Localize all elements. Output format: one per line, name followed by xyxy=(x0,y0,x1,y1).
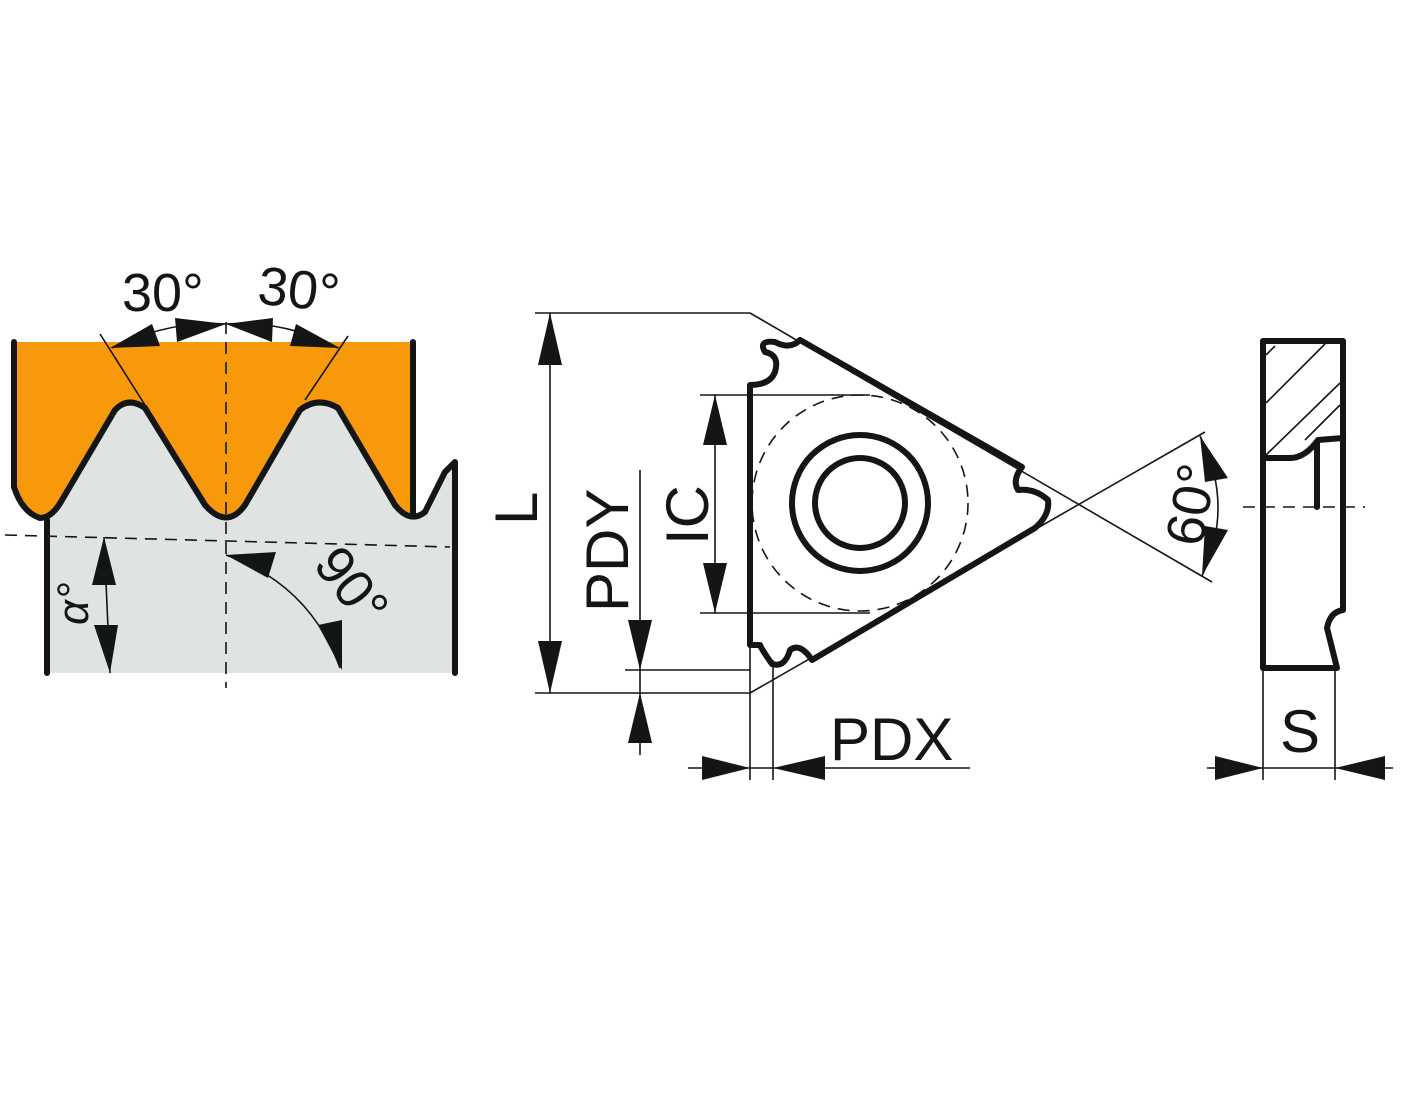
arrow-icon xyxy=(318,620,342,670)
pdx-label: PDX xyxy=(830,706,953,773)
helix-angle-label: α° xyxy=(49,582,98,625)
arrow-icon xyxy=(628,693,652,743)
angle-right-label: 30° xyxy=(255,256,342,324)
thread-profile-view: 30° 30° α° 90° xyxy=(4,256,458,688)
arrow-icon xyxy=(175,318,226,342)
axis-line xyxy=(4,534,451,548)
ic-label: IC xyxy=(654,485,721,545)
arrow-icon xyxy=(1202,526,1228,576)
insert-top-view: L IC PDY PDX 60° xyxy=(483,312,1228,780)
arrow-icon xyxy=(92,537,116,585)
arrow-icon xyxy=(290,324,340,348)
arrow-icon xyxy=(703,395,727,445)
arrow-icon xyxy=(1200,436,1228,482)
insert-side-body xyxy=(1260,338,1346,671)
arrow-icon xyxy=(226,552,276,578)
arrow-icon xyxy=(1215,756,1263,780)
length-label: L xyxy=(483,492,550,525)
pdy-label: PDY xyxy=(574,489,641,612)
thread-profile-outline xyxy=(11,339,458,676)
arrow-icon xyxy=(538,313,562,365)
arrow-icon xyxy=(628,620,652,670)
arrow-icon xyxy=(226,318,273,342)
workpiece-area xyxy=(47,402,455,673)
arrow-icon xyxy=(703,563,727,613)
arrow-icon xyxy=(94,625,118,673)
inscribed-circle xyxy=(751,394,969,612)
arrow-icon xyxy=(773,756,825,780)
hatching xyxy=(1265,343,1341,456)
thickness-label: S xyxy=(1280,698,1320,765)
insert-side-view: S xyxy=(1207,338,1393,780)
arrow-icon xyxy=(538,641,562,693)
angle-left-label: 30° xyxy=(122,263,204,323)
arrow-icon xyxy=(110,324,160,348)
arrow-icon xyxy=(702,756,750,780)
included-angle-label: 60° xyxy=(1155,459,1228,550)
mounting-hole xyxy=(812,455,908,551)
arrow-icon xyxy=(1335,756,1385,780)
hole-outer-ring xyxy=(789,432,931,574)
insert-tip-area xyxy=(14,342,413,518)
triangular-insert xyxy=(747,337,1052,668)
